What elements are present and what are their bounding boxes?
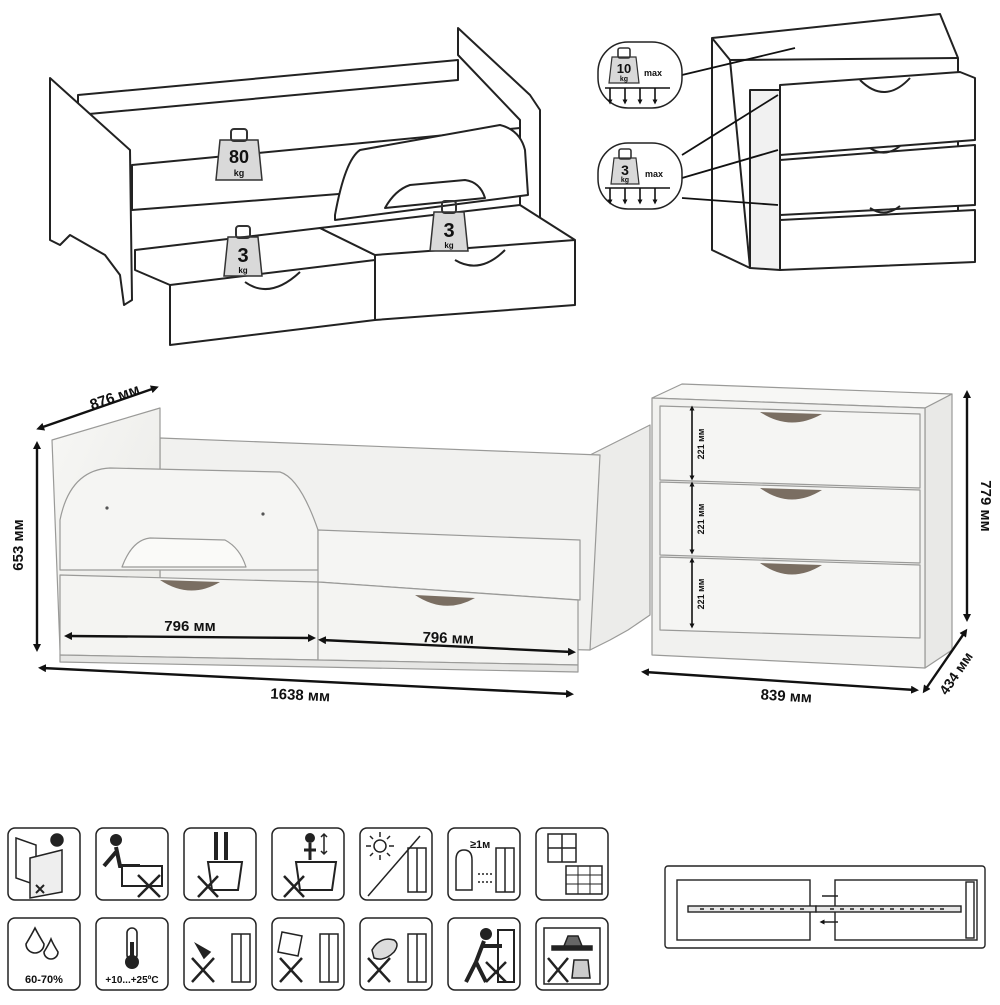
svg-text:kg: kg bbox=[620, 76, 628, 83]
chest-width-label: 839 мм bbox=[760, 686, 812, 706]
no-sitting-icon bbox=[102, 834, 163, 898]
bed-back-panel bbox=[77, 59, 459, 116]
svg-text:max: max bbox=[645, 169, 663, 179]
bed-render bbox=[51, 407, 651, 673]
svg-text:+10...+25ºC: +10...+25ºC bbox=[105, 975, 158, 986]
bed-depth-arrow bbox=[36, 385, 159, 431]
bed-depth-label: 876 мм bbox=[88, 381, 142, 414]
chest-render-drawer-1 bbox=[659, 405, 921, 489]
svg-text:10: 10 bbox=[617, 61, 631, 76]
weight-icon-bed-drawer-left: 3 kg bbox=[223, 225, 263, 277]
bed-dimension-lines bbox=[33, 385, 576, 698]
bed-render-guard bbox=[59, 467, 319, 571]
chest-depth-arrow bbox=[922, 628, 968, 694]
svg-text:≥1м: ≥1м bbox=[470, 839, 490, 851]
drawer-height-1-label: 221 мм bbox=[696, 428, 706, 459]
no-wet-cleaning-icon bbox=[191, 933, 251, 983]
heater-distance-icon: ≥1м bbox=[455, 839, 515, 893]
temperature-icon: +10...+25ºC bbox=[105, 927, 159, 986]
drawer-height-3-label: 221 мм bbox=[696, 578, 706, 609]
drawer-right-arrow bbox=[318, 636, 576, 656]
bed-guard-rail bbox=[334, 124, 529, 221]
bed-headboard-left bbox=[49, 77, 133, 306]
svg-text:3: 3 bbox=[621, 162, 629, 178]
svg-text:kg: kg bbox=[621, 177, 629, 184]
humidity-icon: 60-70% bbox=[25, 926, 63, 986]
chest-dimension-lines bbox=[641, 390, 971, 694]
no-leaning-icon bbox=[464, 928, 515, 983]
chest-width-arrow bbox=[641, 668, 919, 694]
no-abrasive-icon bbox=[367, 933, 427, 983]
no-standing-icon bbox=[197, 832, 244, 898]
no-climbing-icon bbox=[283, 832, 338, 898]
weight-icon-chest-drawer: 3 kg max bbox=[597, 142, 683, 210]
bed-line-drawing bbox=[49, 27, 576, 346]
svg-text:kg: kg bbox=[444, 241, 453, 250]
svg-text:kg: kg bbox=[234, 168, 245, 178]
assembly-instructions-icon bbox=[547, 833, 603, 895]
drawer-slide-diagram bbox=[664, 865, 986, 949]
chest-weight-leaders bbox=[681, 47, 796, 206]
no-spray-icon bbox=[277, 931, 339, 983]
svg-text:3: 3 bbox=[443, 220, 454, 242]
drawer-width-left-label: 796 мм bbox=[164, 618, 215, 635]
care-icons-grid bbox=[7, 827, 609, 991]
weight-icon-bed-drawer-right: 3 kg bbox=[429, 200, 469, 252]
no-heavy-load-icon bbox=[543, 927, 601, 985]
no-sunlight-icon bbox=[366, 832, 427, 897]
drawer-height-2-label: 221 мм bbox=[696, 503, 706, 534]
chest-render-drawer-3 bbox=[659, 556, 921, 639]
bed-length-label: 1638 мм bbox=[270, 686, 330, 706]
chest-render bbox=[651, 383, 953, 669]
svg-text:max: max bbox=[644, 68, 662, 78]
weight-icon-chest-top: 10 kg max bbox=[597, 41, 683, 109]
bed-render-panel bbox=[317, 529, 581, 601]
chest-drawer-open bbox=[779, 71, 976, 156]
bed-length-arrow bbox=[38, 664, 574, 698]
svg-text:kg: kg bbox=[238, 266, 247, 275]
bed-height-label: 653 мм bbox=[10, 519, 27, 570]
svg-text:80: 80 bbox=[229, 147, 249, 167]
drawer-width-right-label: 796 мм bbox=[422, 629, 474, 648]
svg-text:3: 3 bbox=[237, 245, 248, 267]
wall-mount-icon bbox=[15, 833, 64, 899]
chest-height-label: 779 мм bbox=[977, 480, 994, 531]
svg-text:60-70%: 60-70% bbox=[25, 974, 63, 986]
weight-icon-bed-top: 80 kg bbox=[215, 128, 263, 181]
drawer-left-arrow bbox=[64, 632, 316, 642]
chest-line-drawing bbox=[711, 13, 976, 271]
chest-render-drawer-2 bbox=[659, 481, 921, 564]
